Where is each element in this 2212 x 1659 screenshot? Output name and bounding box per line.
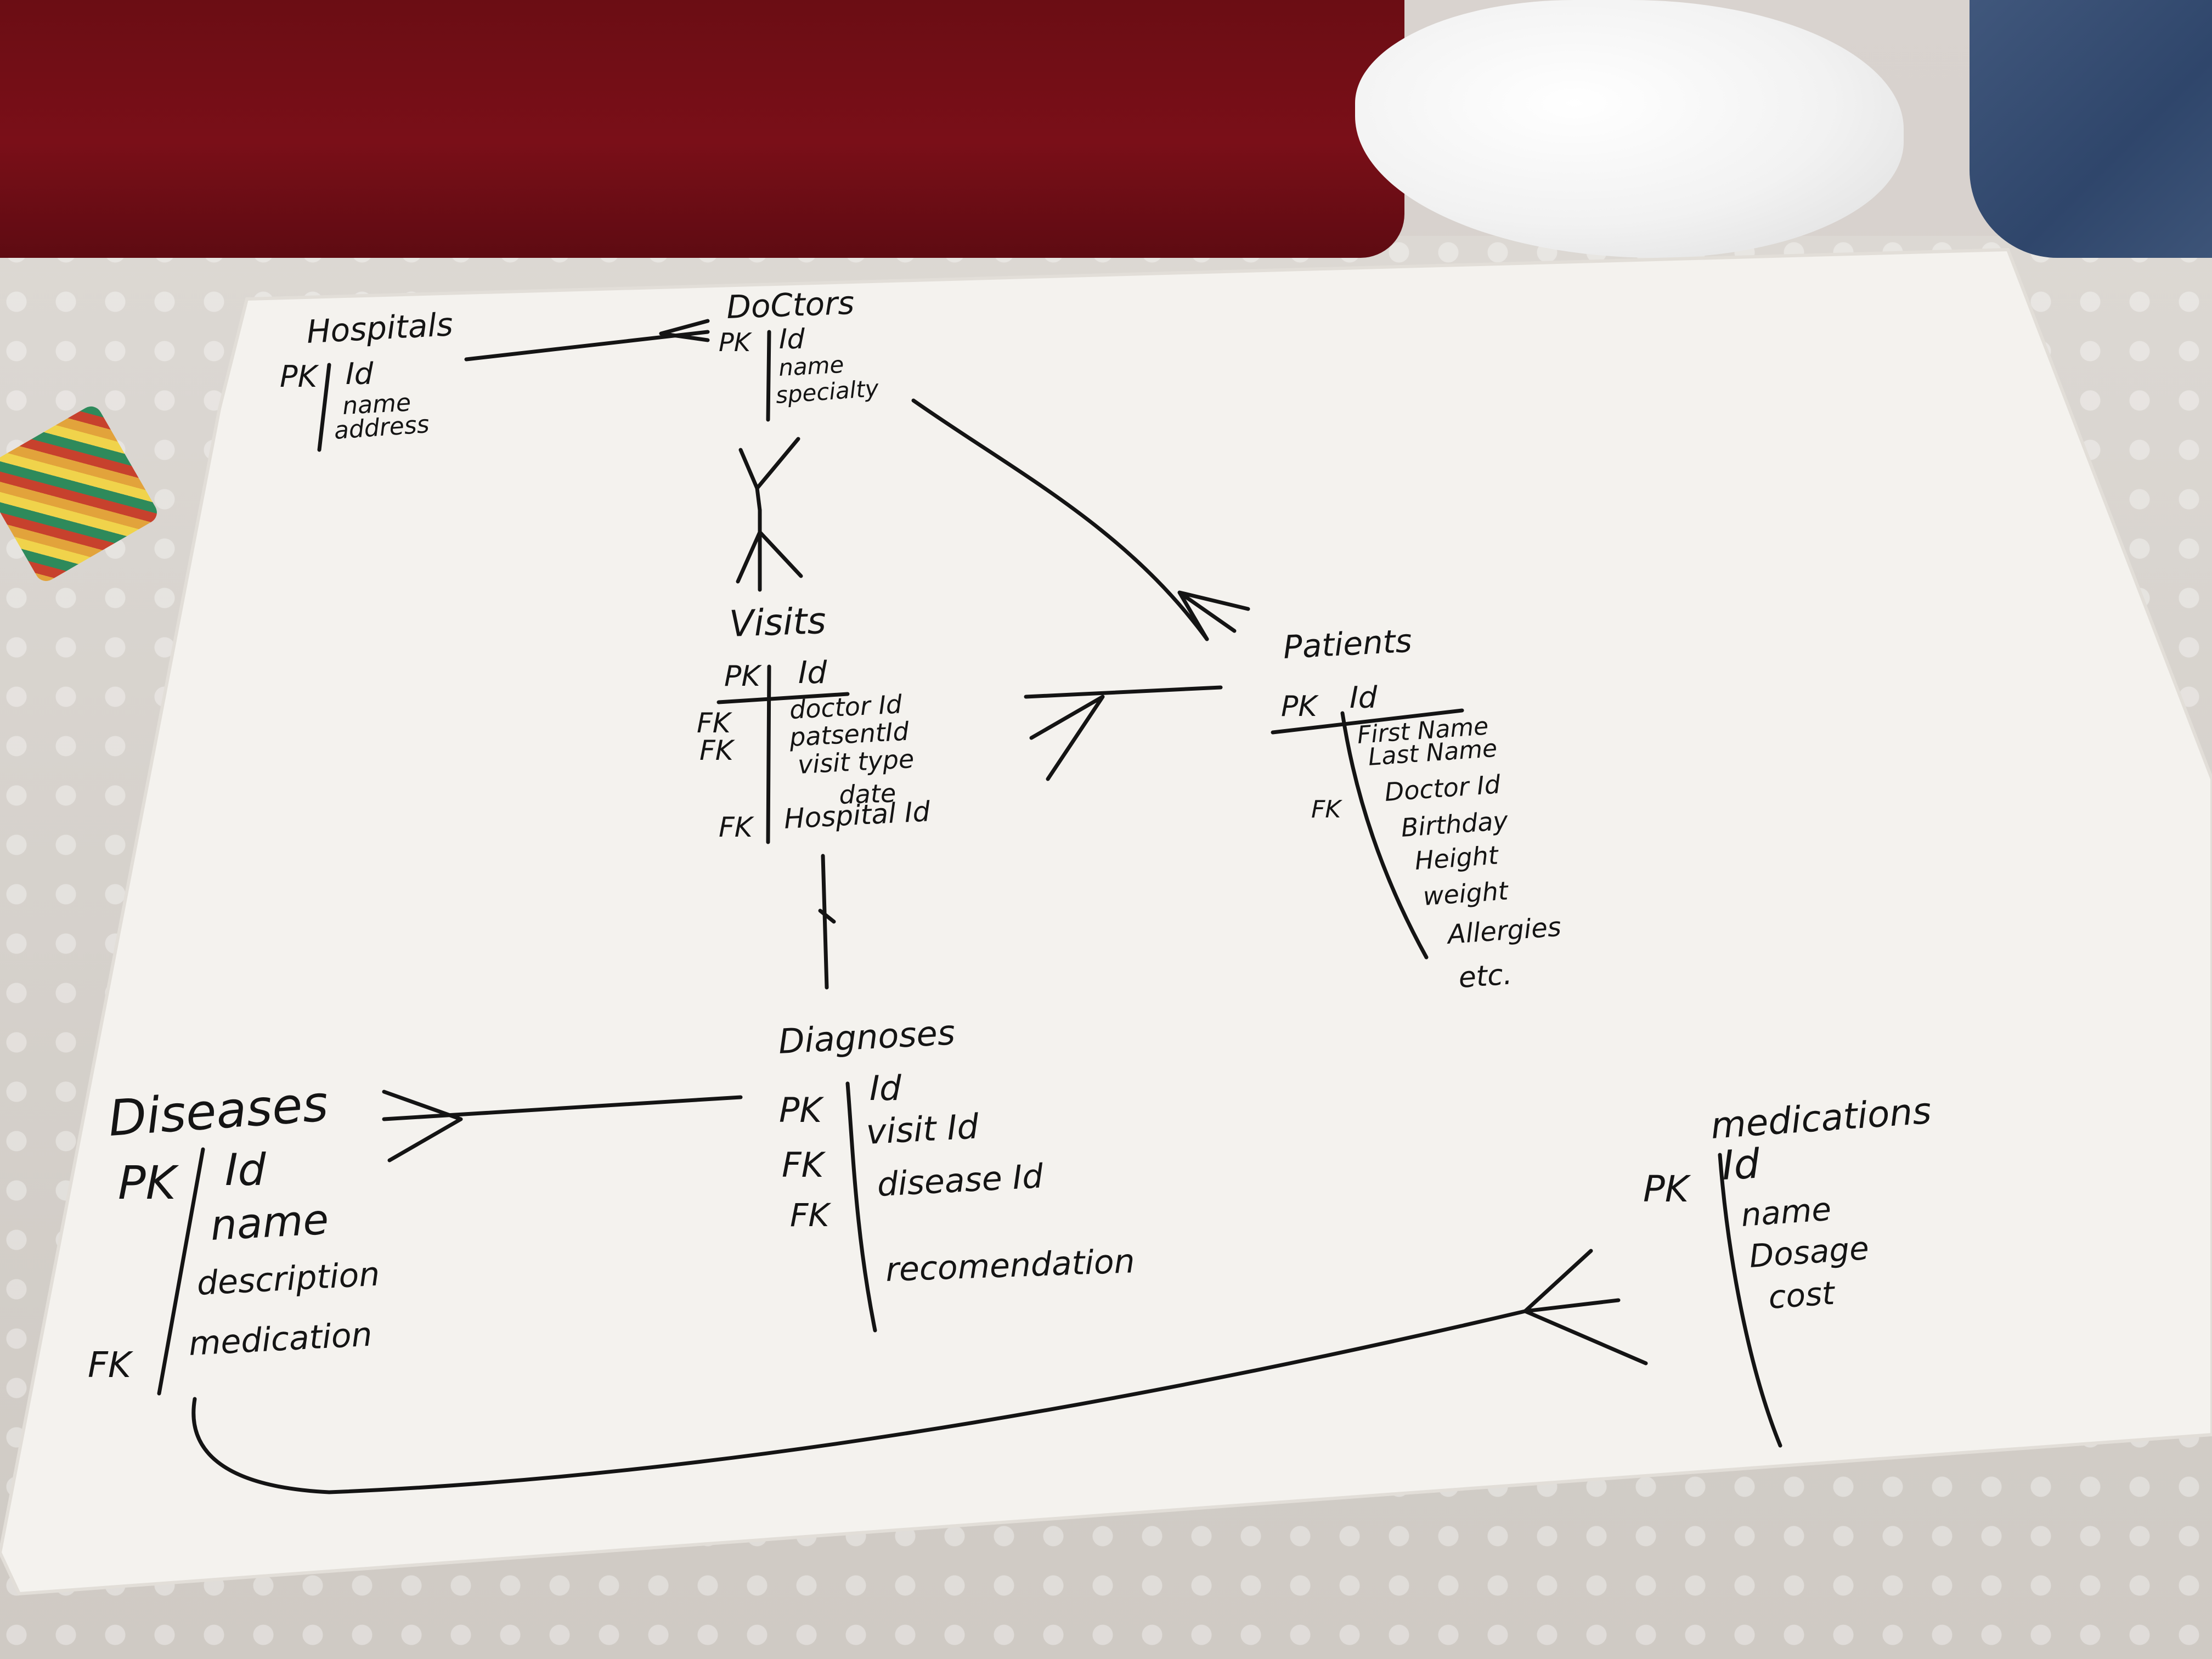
hospitals-doctors-line	[464, 330, 710, 362]
visits-fk-1: FK	[697, 707, 733, 739]
medications-field-cost: cost	[1767, 1274, 1837, 1316]
diagnoses-title: Diagnoses	[777, 1012, 956, 1062]
visits-crowfoot	[1029, 695, 1105, 781]
visits-divider	[766, 664, 771, 844]
patients-fk: FK	[1311, 795, 1342, 823]
doctors-divider	[766, 330, 771, 422]
medications-field-id: Id	[1720, 1140, 1761, 1189]
doctors-visits-top-foot	[738, 437, 800, 512]
doctors-title: DoCtors	[726, 284, 855, 326]
hospitals-field-id: Id	[346, 357, 374, 391]
visits-pk-field: Id	[798, 655, 827, 691]
patients-title: Patients	[1282, 622, 1413, 666]
hospitals-pk: PK	[280, 359, 319, 394]
hospitals-field-address: address	[333, 410, 430, 445]
hospitals-divider	[317, 363, 331, 452]
diseases-field-name: name	[209, 1195, 330, 1250]
medications-divider	[1718, 1153, 1782, 1448]
diagnoses-field-recomendation: recomendation	[885, 1242, 1136, 1289]
medications-field-dosage: Dosage	[1748, 1229, 1870, 1275]
visits-header-line	[716, 692, 850, 704]
diagnoses-fk-2: FK	[790, 1197, 831, 1234]
diagnoses-fk-1: FK	[782, 1145, 826, 1185]
diseases-medications-line	[191, 1309, 1527, 1494]
diseases-divider	[157, 1147, 205, 1396]
ink-lines	[157, 319, 1782, 1494]
visits-field-hospital-id: Hospital Id	[783, 795, 931, 835]
visits-diagnoses-line	[821, 854, 829, 990]
visits-field-visit-type: visit type	[797, 744, 915, 780]
hospitals-field-name: name	[342, 389, 411, 420]
patients-pk: PK	[1281, 690, 1319, 723]
plastic-bag	[1355, 0, 1904, 258]
doctors-crowfoot	[659, 319, 710, 342]
patients-crowfoot	[1177, 590, 1250, 641]
visits-patients-line	[1024, 685, 1223, 699]
visits-fk-3: FK	[719, 811, 755, 843]
whiteboard-surface	[0, 247, 2212, 1596]
patients-field-weight: weight	[1422, 876, 1510, 911]
diseases-diagnoses-line	[382, 1095, 743, 1121]
diagnoses-field-disease-id: disease Id	[876, 1157, 1045, 1204]
diseases-field-description: description	[196, 1255, 381, 1303]
diagnoses-pk: PK	[779, 1090, 824, 1130]
diseases-field-medication: medication	[188, 1316, 373, 1363]
visits-diagnoses-tick	[818, 909, 836, 924]
doctors-field-name: name	[778, 351, 845, 381]
denim-cloth	[1970, 0, 2212, 258]
visits-field-doctor-id: doctor Id	[789, 689, 903, 725]
visits-field-patient-id: patsentId	[788, 716, 910, 752]
medications-crowfoot	[1523, 1249, 1648, 1365]
doctors-pk: PK	[719, 328, 753, 357]
medications-pk: PK	[1643, 1168, 1691, 1210]
diseases-fk: FK	[88, 1345, 134, 1386]
patients-field-etc: etc.	[1458, 958, 1513, 995]
diseases-crowfoot	[382, 1090, 463, 1163]
diagnoses-divider	[845, 1081, 877, 1333]
diseases-pk: PK	[118, 1156, 179, 1210]
visits-title: Visits	[729, 600, 827, 645]
diseases-field-id: Id	[225, 1144, 267, 1195]
doctors-visits-bottom-foot	[736, 508, 803, 592]
visits-fk-2: FK	[699, 735, 736, 766]
visits-field-date: date	[838, 778, 896, 810]
diagnoses-field-id: Id	[870, 1068, 901, 1108]
patients-divider	[1340, 711, 1429, 960]
visits-pk: PK	[724, 660, 762, 693]
medications-field-name: name	[1740, 1190, 1832, 1234]
doctors-field-id: Id	[779, 323, 805, 355]
patients-field-height: Height	[1414, 840, 1500, 876]
diagnoses-field-visit-id: visit Id	[865, 1106, 980, 1152]
red-cloth	[0, 0, 1404, 258]
doctors-patients-line	[911, 398, 1209, 641]
patients-pk-field: Id	[1350, 680, 1378, 715]
patients-header-line	[1271, 708, 1464, 735]
hospitals-title: Hospitals	[306, 306, 454, 351]
